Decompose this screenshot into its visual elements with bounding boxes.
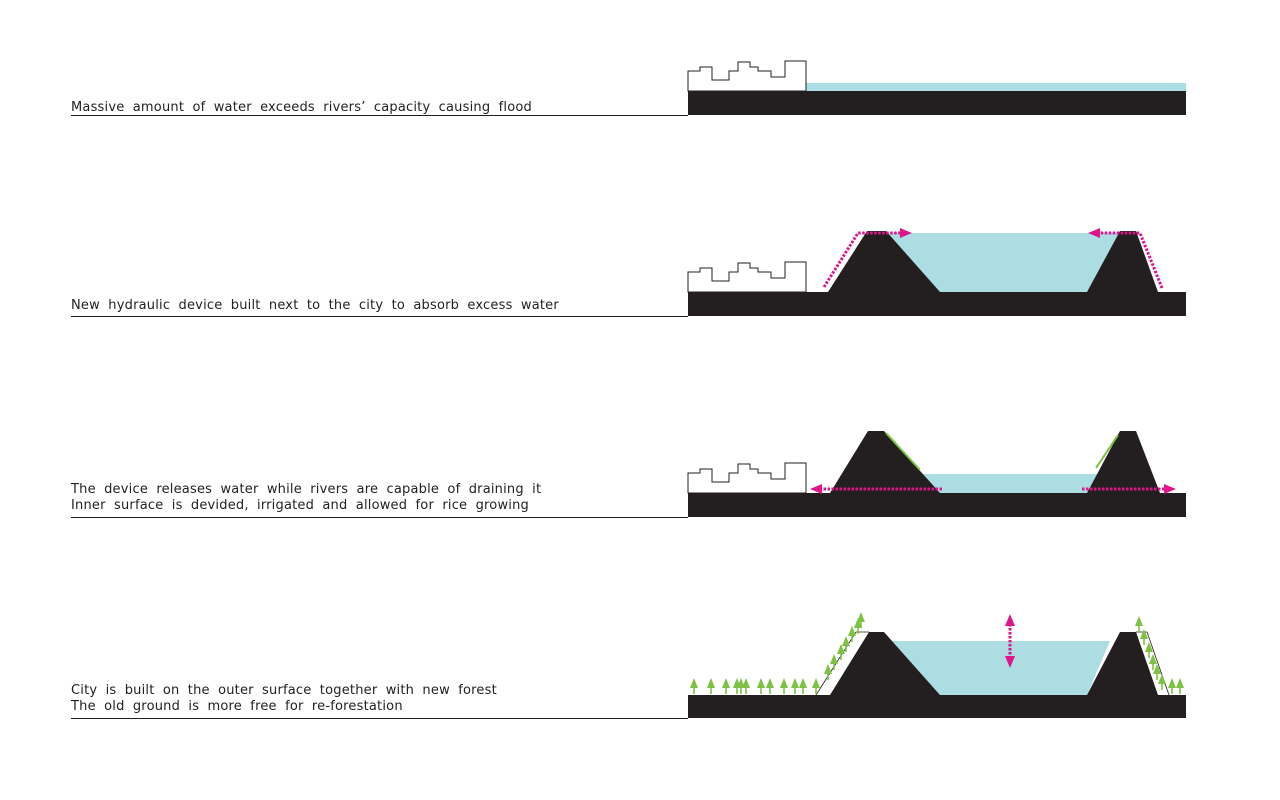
stage-3-caption-line-2: Inner surface is devided, irrigated and … <box>71 498 529 513</box>
outer-slope-city <box>1136 631 1170 696</box>
rice-terrace-edge <box>885 432 921 471</box>
flood-water <box>688 83 1186 92</box>
reservoir-water <box>892 641 1110 695</box>
residual-water <box>915 474 1100 494</box>
stage-4-caption-line-2: The old ground is more free for re-fores… <box>70 699 403 714</box>
water-level-arrow <box>1005 614 1015 668</box>
city-skyline <box>687 261 807 293</box>
reservoir-water <box>884 233 1122 293</box>
rice-terrace-edge <box>1095 434 1119 469</box>
stage-2-device-built: New hydraulic device built next to the c… <box>71 228 1186 317</box>
fill-flow-arrows <box>822 228 1164 289</box>
ground-with-dikes <box>688 431 1186 517</box>
ground-with-dikes <box>688 231 1186 316</box>
stage-4-city-and-forest: City is built on the outer surface toget… <box>70 612 1186 719</box>
stage-1-caption: Massive amount of water exceeds rivers’ … <box>71 100 532 115</box>
stage-3-release: The device releases water while rivers a… <box>70 431 1186 518</box>
ground-with-dikes <box>688 632 1186 718</box>
stage-3-caption-line-1: The device releases water while rivers a… <box>70 482 541 497</box>
city-skyline <box>687 60 807 92</box>
city-skyline <box>687 462 807 494</box>
stage-2-caption: New hydraulic device built next to the c… <box>71 298 559 313</box>
drain-flow-arrows <box>810 484 1176 494</box>
ground <box>688 91 1186 115</box>
stage-4-caption-line-1: City is built on the outer surface toget… <box>71 683 497 698</box>
stage-1-flood: Massive amount of water exceeds rivers’ … <box>71 60 1186 116</box>
